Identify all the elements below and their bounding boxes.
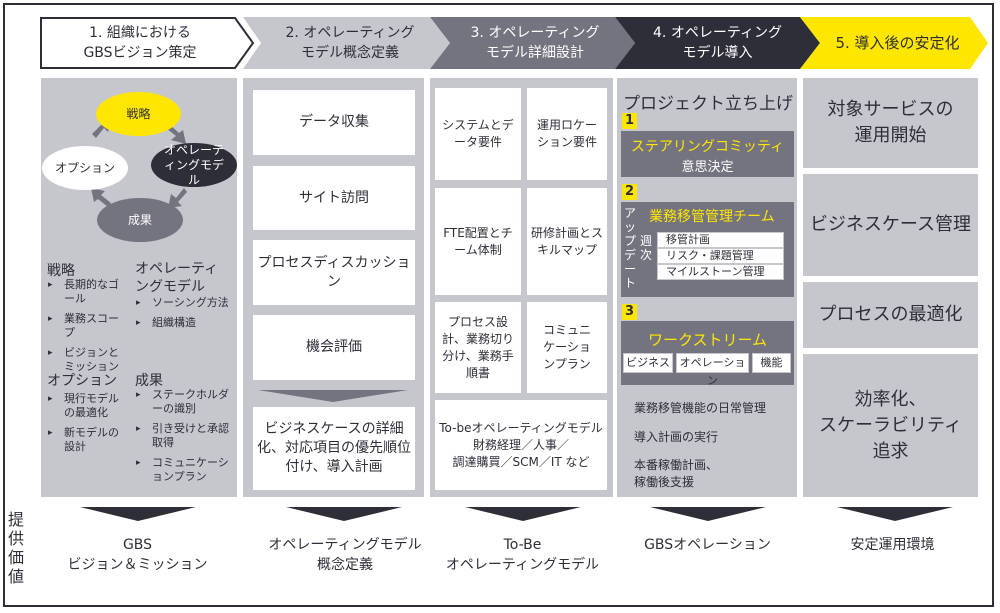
list-item: ビジョンとミッション <box>48 346 128 374</box>
step-3-shape <box>430 17 635 69</box>
box-service-start: 対象サービスの 運用開始 <box>803 78 978 168</box>
tag-function: 機能 <box>752 353 791 373</box>
output-arrow-icon <box>650 507 766 521</box>
steering-committee-sub: 意思決定 <box>681 160 734 175</box>
step-1-shape <box>40 17 255 69</box>
step-2-shape <box>243 17 450 69</box>
box-efficiency: 効率化、 スケーラビリティ 追求 <box>803 354 978 497</box>
output-arrow-icon <box>80 507 196 521</box>
badge-3: 3 <box>622 304 637 320</box>
box-system: システムとデータ要件 <box>435 88 521 180</box>
list-item: ソーシング方法 <box>136 296 236 310</box>
output-gbs-vision: GBS ビジョン＆ミッション <box>67 537 208 573</box>
box-process-discussion: プロセスディスカッション <box>253 240 415 305</box>
value-label: 提供価値 <box>8 510 25 586</box>
cycle-options: オプション <box>42 146 128 190</box>
project-launch-title: プロジェクト立ち上げ <box>623 94 793 114</box>
note-plan-execution: 導入計画の実行 <box>634 430 719 444</box>
group-title: 成果 <box>135 373 163 389</box>
box-site-visit: サイト訪問 <box>253 166 415 230</box>
note-go-live: 本番稼働計画、 稼働後支援 <box>634 458 719 489</box>
box-business-case-mgmt: ビジネスケース管理 <box>803 174 978 276</box>
box-fte: FTE配置とチーム体制 <box>435 188 521 295</box>
box-opportunity: 機会評価 <box>253 315 415 380</box>
workstream-title: ワークストリーム <box>647 331 768 349</box>
group-title: 戦略 <box>47 263 75 279</box>
group-list: ソーシング方法 組織構造 <box>136 296 236 336</box>
box-communication: コミュニケーションプラン <box>527 302 607 393</box>
output-op-model-concept: オペレーティングモデル 概念定義 <box>268 537 422 573</box>
tag-business: ビジネス <box>623 353 673 373</box>
output-arrow-icon <box>465 507 581 521</box>
down-arrow-icon <box>258 390 408 402</box>
list-item: 新モデルの設計 <box>48 426 128 454</box>
cycle-operating-model: オペレーティングモデル <box>151 143 237 187</box>
box-training: 研修計画とスキルマップ <box>527 188 607 295</box>
step-5-label: 5. 導入後の安定化 <box>835 33 960 52</box>
output-gbs-operation: GBSオペレーション <box>644 537 771 553</box>
badge-2: 2 <box>622 184 637 200</box>
transition-team-title: 業務移管管理チーム <box>649 209 775 225</box>
step-3-label: 3. オペレーティング モデル詳細設計 <box>470 24 600 61</box>
group-title: オプション <box>47 373 117 389</box>
group-list: 長期的なゴール 業務スコープ ビジョンとミッション <box>48 278 128 380</box>
step-1-label: 1. 組織における GBSビジョン策定 <box>83 24 197 61</box>
list-item: 業務スコープ <box>48 312 128 340</box>
note-daily-management: 業務移管機能の日常管理 <box>634 401 767 415</box>
output-arrow-icon <box>286 507 402 521</box>
step-chevrons <box>40 17 988 69</box>
tag-milestone: マイルストーン管理 <box>657 264 784 280</box>
tag-operation: オペレーション <box>676 353 749 387</box>
update-label: アップデート <box>624 206 637 290</box>
box-business-case: ビジネスケースの詳細化、対応項目の優先順位付け、導入計画 <box>253 407 415 490</box>
box-process-optimization: プロセスの最適化 <box>803 282 978 348</box>
cycle-outcome: 成果 <box>97 198 183 242</box>
step-2-label: 2. オペレーティング モデル概念定義 <box>285 24 415 61</box>
step-4-shape <box>615 17 820 69</box>
box-location: 運用ロケーション要件 <box>527 88 607 180</box>
group-list: ステークホルダーの識別 引き受けと承認取得 コミュニケーションプラン <box>136 388 234 490</box>
weekly-label: 週次 <box>640 234 653 262</box>
box-tobe-model: To-beオペレーティングモデル 財務経理／人事／ 調達購買／SCM／IT など <box>435 400 607 490</box>
steering-committee-title: ステアリングコミッティ <box>630 139 785 155</box>
list-item: 組織構造 <box>136 316 236 330</box>
box-data-collection: データ収集 <box>253 90 415 155</box>
list-item: 引き受けと承認取得 <box>136 422 234 450</box>
tag-transition-plan: 移管計画 <box>657 232 784 248</box>
step-5-shape <box>800 17 988 69</box>
cycle-strategy: 戦略 <box>96 92 181 136</box>
tag-risk: リスク・課題管理 <box>657 248 784 264</box>
steering-committee-box: ステアリングコミッティ 意思決定 <box>621 131 794 177</box>
output-arrow-icon <box>837 507 953 521</box>
group-title: オペレーティングモデル <box>135 261 219 295</box>
list-item: ステークホルダーの識別 <box>136 388 234 416</box>
list-item: 長期的なゴール <box>48 278 128 306</box>
output-tobe-model: To-Be オペレーティングモデル <box>445 537 600 573</box>
box-process-design: プロセス設計、業務切り分け、業務手順書 <box>435 302 521 393</box>
output-stable-env: 安定運用環境 <box>850 537 935 553</box>
badge-1: 1 <box>622 113 637 129</box>
list-item: コミュニケーションプラン <box>136 456 234 484</box>
list-item: 現行モデルの最適化 <box>48 392 128 420</box>
step-4-label: 4. オペレーティング モデル導入 <box>653 24 782 61</box>
group-list: 現行モデルの最適化 新モデルの設計 <box>48 392 128 460</box>
